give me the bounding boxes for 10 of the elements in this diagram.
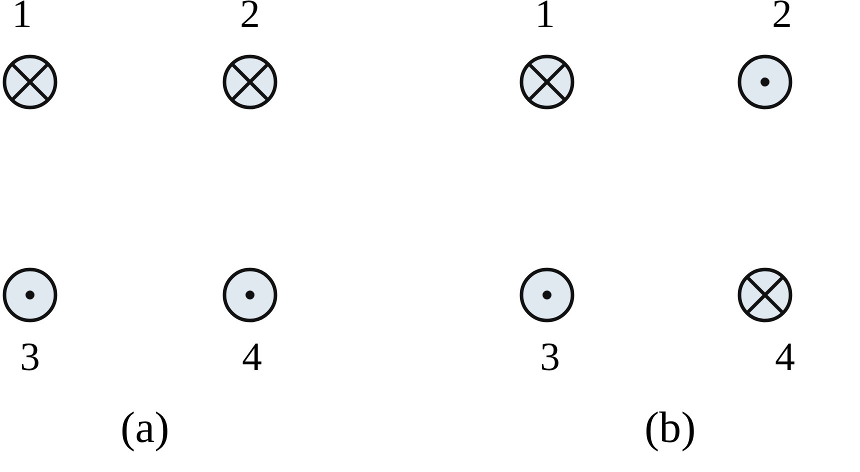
wire-number: 1 [535,0,555,34]
wire-number: 1 [12,0,32,34]
wire-number: 4 [242,337,262,377]
wire-number: 2 [240,0,260,34]
wire-number: 4 [775,337,795,377]
wire-number: 3 [540,337,560,377]
wire-number: 2 [772,0,792,34]
wire-number: 3 [20,337,40,377]
panel-label: (a) [120,406,170,450]
panel-label: (b) [644,406,696,450]
